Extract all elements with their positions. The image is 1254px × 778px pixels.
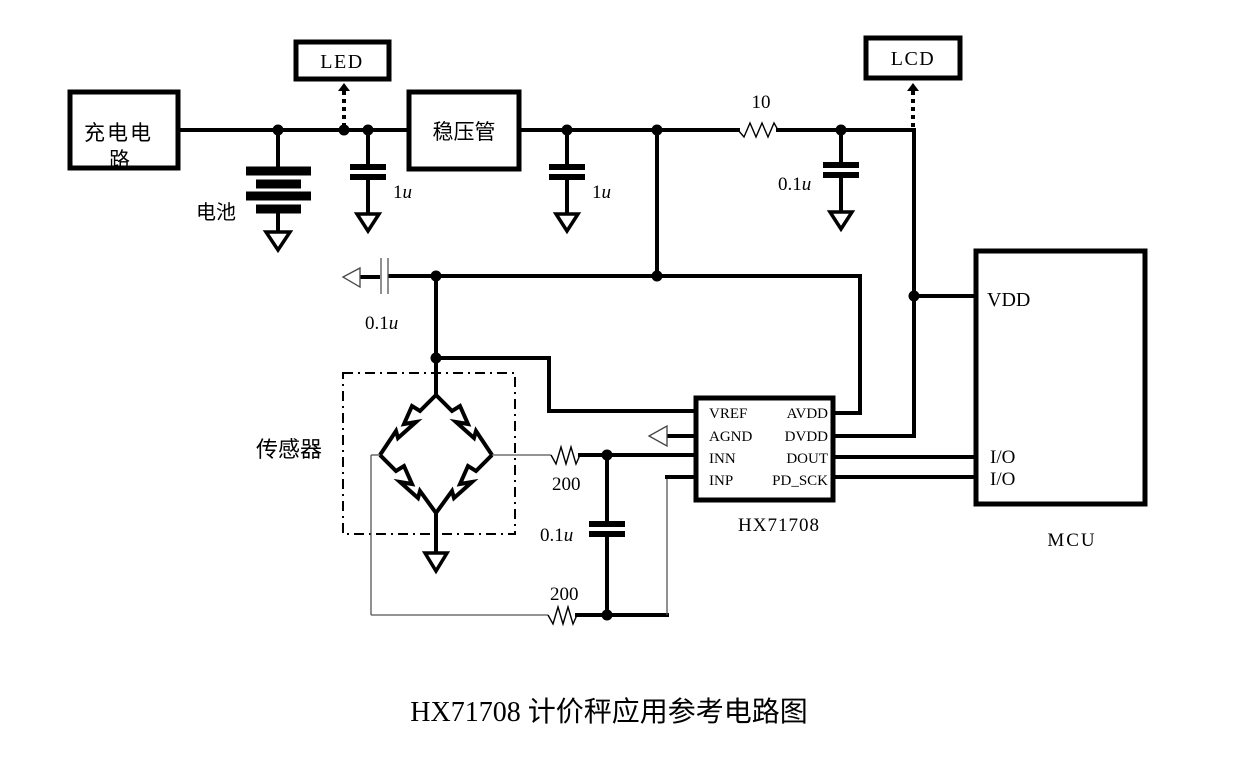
pin-vref: VREF bbox=[709, 406, 747, 422]
pin-inn: INN bbox=[709, 451, 736, 467]
led-label: LED bbox=[320, 51, 363, 73]
vref-line bbox=[430, 274, 698, 413]
capacitor-input: 0.1u bbox=[540, 453, 625, 617]
ground-icon bbox=[552, 212, 582, 235]
agnd-line bbox=[647, 424, 698, 448]
pin-dvdd: DVDD bbox=[785, 429, 828, 445]
mcu-pin-io2: I/O bbox=[990, 469, 1015, 490]
data-lines bbox=[832, 455, 978, 479]
avdd-line bbox=[388, 270, 862, 415]
inp-signal: 200 bbox=[370, 454, 698, 627]
analog-supply-branch bbox=[651, 124, 663, 278]
regulator-block: 稳压管 bbox=[406, 89, 522, 172]
resistor-10-value: 10 bbox=[752, 92, 771, 113]
c2-value: 1u bbox=[592, 182, 611, 203]
arrow-up-icon bbox=[907, 83, 919, 91]
c1-value: 1u bbox=[393, 182, 412, 203]
capacitor-c2: 1u bbox=[549, 124, 611, 235]
regulator-label: 稳压管 bbox=[433, 120, 496, 144]
ground-icon bbox=[262, 230, 294, 254]
mcu-pin-vdd: VDD bbox=[987, 289, 1030, 311]
capacitor-c3: 0.1u bbox=[778, 124, 859, 233]
hx71708-chip: VREF AGND INN INP AVDD DVDD DOUT PD_SCK … bbox=[693, 395, 836, 536]
r-inp-value: 200 bbox=[550, 584, 579, 605]
chip-label: HX71708 bbox=[738, 515, 820, 536]
pin-agnd: AGND bbox=[709, 429, 752, 445]
mcu-pin-io1: I/O bbox=[990, 447, 1015, 468]
r-inn-value: 200 bbox=[552, 474, 581, 495]
digital-supply-line bbox=[832, 130, 978, 438]
pin-avdd: AVDD bbox=[787, 406, 829, 422]
battery-label: 电池 bbox=[196, 200, 236, 224]
mcu-block: VDD I/O I/O MCU bbox=[973, 248, 1148, 551]
diagram-title: HX71708 计价秤应用参考电路图 bbox=[410, 696, 807, 728]
ground-icon bbox=[341, 266, 361, 289]
c3-value: 0.1u bbox=[778, 174, 811, 195]
led-block: LED bbox=[293, 39, 392, 136]
lcd-label: LCD bbox=[891, 48, 936, 70]
inn-signal: 200 bbox=[492, 444, 698, 495]
battery: 电池 bbox=[196, 124, 311, 254]
c-input-value: 0.1u bbox=[540, 525, 573, 546]
pin-inp: INP bbox=[709, 473, 733, 489]
mcu-label: MCU bbox=[1047, 530, 1096, 551]
capacitor-vref: 0.1u bbox=[341, 258, 398, 334]
capacitor-c1: 1u bbox=[350, 124, 412, 235]
wheatstone-bridge bbox=[378, 393, 494, 575]
charger-label-line2: 路 bbox=[109, 148, 130, 172]
sensor-boundary bbox=[342, 372, 516, 535]
ground-icon bbox=[421, 551, 451, 575]
resistor-10: 10 bbox=[737, 92, 779, 139]
ground-icon bbox=[826, 210, 856, 233]
ground-icon bbox=[647, 424, 668, 448]
charger-label-line1: 充电电 bbox=[84, 121, 153, 145]
ground-icon bbox=[353, 212, 383, 235]
c-vref-value: 0.1u bbox=[365, 313, 398, 334]
pin-dout: DOUT bbox=[786, 451, 828, 467]
lcd-block: LCD bbox=[863, 35, 963, 127]
arrow-up-icon bbox=[338, 83, 350, 91]
sensor-label: 传感器 bbox=[256, 438, 322, 463]
charger-block: 充电电 路 bbox=[67, 89, 181, 172]
pin-pd-sck: PD_SCK bbox=[772, 473, 828, 489]
